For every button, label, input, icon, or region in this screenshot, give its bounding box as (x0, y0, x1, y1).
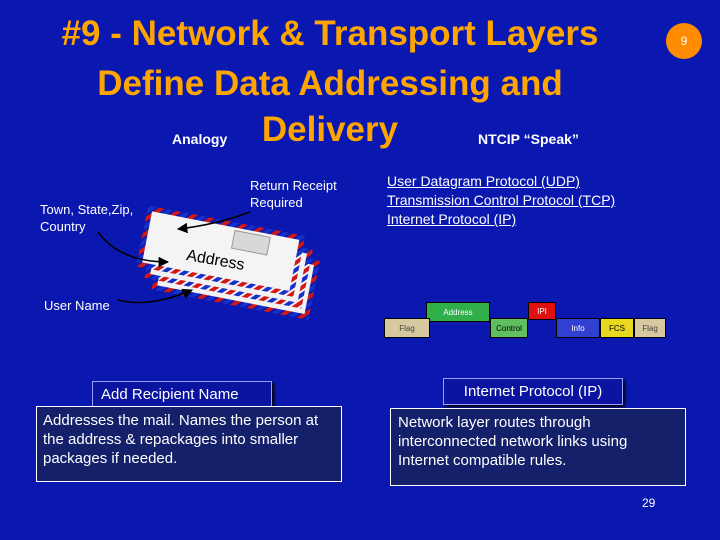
title-line-1: #9 - Network & Transport Layers (61, 14, 599, 53)
return-receipt-label: Return Receipt Required (250, 178, 337, 210)
frame-fcs: FCS (600, 318, 634, 338)
protocol-tcp[interactable]: Transmission Control Protocol (TCP) (387, 192, 616, 208)
page-number: 29 (642, 496, 656, 510)
slide-number-badge: 9 (666, 23, 702, 59)
analogy-description: Addresses the mail. Names the person at … (36, 406, 342, 482)
frame-info: Info (556, 318, 600, 338)
frame-control: Control (490, 318, 528, 338)
user-name-label: User Name (44, 298, 110, 313)
analogy-label: Analogy (172, 131, 228, 147)
frame-address: Address (426, 302, 490, 322)
town-state-label: Town, State,Zip, Country (40, 202, 134, 234)
protocol-ip[interactable]: Internet Protocol (IP) (387, 211, 517, 227)
ntcip-header: Internet Protocol (IP) (443, 378, 623, 405)
analogy-header: Add Recipient Name (92, 381, 272, 408)
title-line-2: Define Data Addressing and (97, 64, 563, 103)
title-line-3: Delivery (261, 110, 399, 149)
frame-flag-left: Flag (384, 318, 430, 338)
frame-flag-right: Flag (634, 318, 666, 338)
ntcip-description: Network layer routes through interconnec… (390, 408, 686, 486)
protocol-udp[interactable]: User Datagram Protocol (UDP) (387, 173, 580, 189)
ntcip-label: NTCIP “Speak” (478, 131, 579, 147)
frame-ipi: IPI (528, 302, 556, 320)
